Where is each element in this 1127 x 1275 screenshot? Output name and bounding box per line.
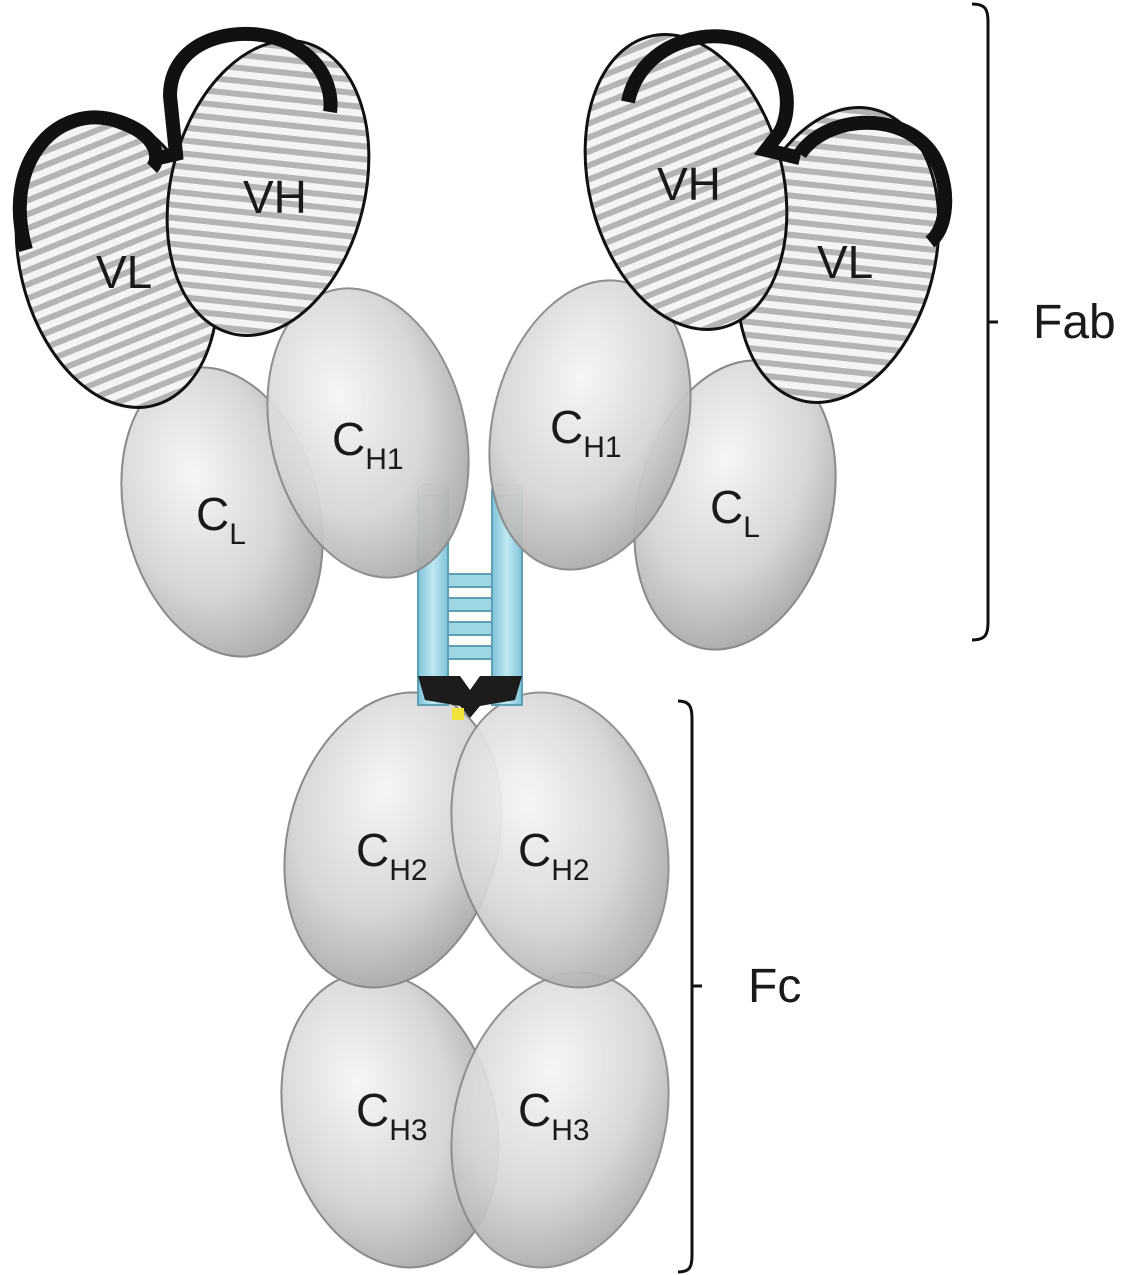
- label-vl-left: VL: [96, 246, 152, 298]
- label-vh-right: VH: [657, 158, 721, 210]
- ch1-left-domain: [266, 287, 470, 579]
- label-vl-right: VL: [817, 236, 873, 288]
- fab-arm-right: [488, 29, 953, 651]
- label-cl-left: CL: [196, 488, 246, 551]
- cdr-loops-vl-left: [12, 110, 164, 252]
- label-ch3-left: CH3: [356, 1084, 428, 1147]
- ch1-right-domain: [488, 279, 692, 571]
- vh-left-domain: [165, 39, 371, 337]
- label-ch1-left: CH1: [332, 413, 404, 476]
- label-ch2-left: CH2: [356, 824, 428, 887]
- label-ch2-right: CH2: [518, 824, 590, 887]
- cdr-loops-vh-right: [621, 29, 802, 165]
- label-cl-right: CL: [710, 481, 760, 544]
- fab-label: Fab: [1033, 296, 1116, 349]
- cdr-loops-vl-right: [794, 115, 953, 248]
- disulfide-bridges: [447, 573, 493, 660]
- cdr-loops-vh-left: [148, 26, 338, 167]
- fab-arm-left: [12, 26, 470, 658]
- fab-bracket: [971, 2, 998, 642]
- label-ch1-right: CH1: [550, 401, 622, 464]
- fc-bracket: [677, 699, 702, 1274]
- domain-labels: VL VH CH1 CL VH VL CH1 CL CH2 CH2 CH3 CH…: [96, 158, 873, 1147]
- hinge-junction: [418, 676, 522, 718]
- label-vh-left: VH: [243, 171, 307, 223]
- fc-region: [280, 691, 670, 1269]
- fc-label: Fc: [748, 960, 801, 1013]
- glycan-marker: [452, 708, 464, 720]
- label-ch3-right: CH3: [518, 1084, 590, 1147]
